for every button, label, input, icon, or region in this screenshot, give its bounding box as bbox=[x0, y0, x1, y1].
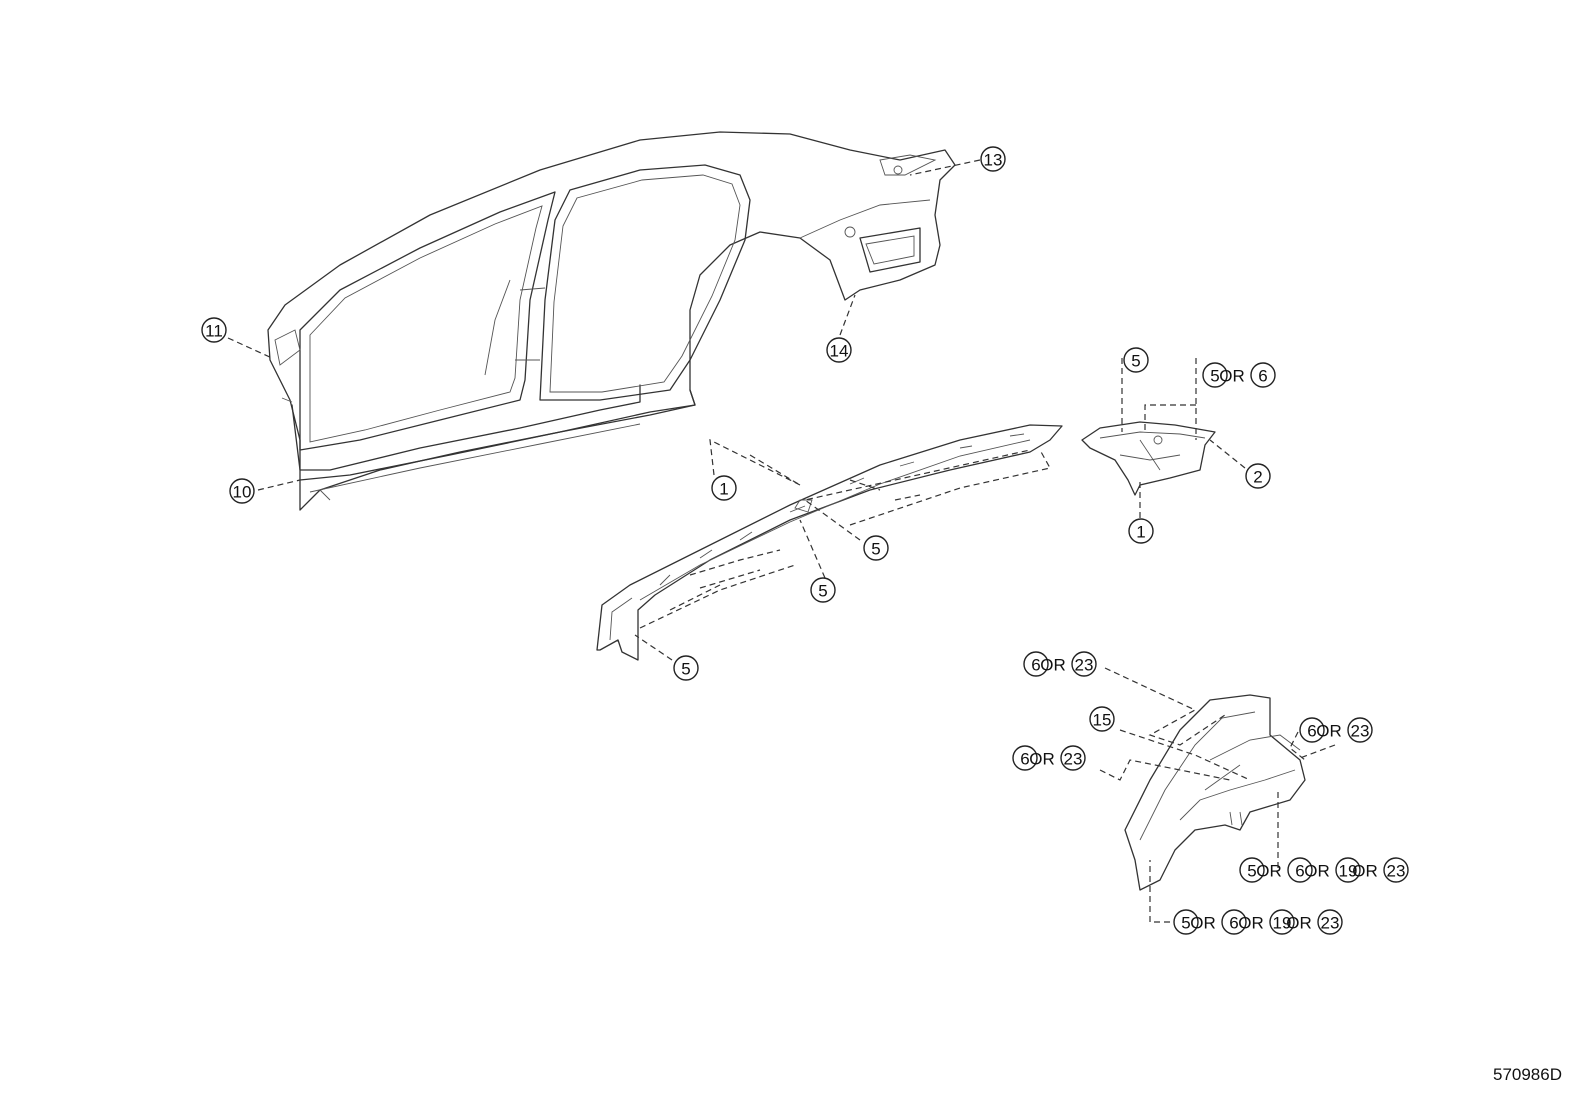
part-number: 6 bbox=[1295, 862, 1304, 881]
part-number: 6 bbox=[1031, 656, 1040, 675]
part-number: 5 bbox=[818, 582, 827, 601]
or-label: OR bbox=[1304, 862, 1330, 881]
body-side-outer-panel bbox=[267, 131, 956, 511]
part-number: 23 bbox=[1351, 722, 1370, 741]
callout-circle bbox=[201, 317, 227, 343]
part-number: 6 bbox=[1258, 367, 1267, 386]
diagram-id-label: 570986D bbox=[1492, 1065, 1562, 1084]
callout-c14: 14 bbox=[826, 337, 852, 363]
callout-c1-right: 1 bbox=[1128, 518, 1154, 544]
callout-circle bbox=[1089, 706, 1115, 732]
callout-c10: 10 bbox=[229, 478, 255, 504]
callout-circle bbox=[1012, 745, 1038, 771]
callout-circle bbox=[826, 337, 852, 363]
callout-circle bbox=[1269, 909, 1295, 935]
part-number: 1 bbox=[1136, 523, 1145, 542]
or-label: OR bbox=[1238, 914, 1264, 933]
leader-lines bbox=[227, 159, 1336, 923]
part-number: 1 bbox=[719, 480, 728, 499]
callout-c1-mid: 1 bbox=[711, 475, 737, 501]
callout-circle bbox=[810, 577, 836, 603]
callout-circle bbox=[1383, 857, 1409, 883]
callout-circle bbox=[1060, 745, 1086, 771]
callout-c5-top: 5 bbox=[1123, 347, 1149, 373]
callout-circle bbox=[1023, 651, 1049, 677]
callout-circle bbox=[229, 478, 255, 504]
callout-circle bbox=[1299, 717, 1325, 743]
part-number: 23 bbox=[1387, 862, 1406, 881]
part-number: 6 bbox=[1307, 722, 1316, 741]
callout-c11: 11 bbox=[201, 317, 227, 343]
roof-side-inner-rail bbox=[596, 424, 1063, 661]
part-number: 6 bbox=[1229, 914, 1238, 933]
part-number: 14 bbox=[830, 342, 849, 361]
or-label: OR bbox=[1352, 862, 1378, 881]
or-label: OR bbox=[1219, 367, 1245, 386]
callout-circle bbox=[1287, 857, 1313, 883]
callout-c2: 2 bbox=[1245, 463, 1271, 489]
or-label: OR bbox=[1256, 862, 1282, 881]
or-label: OR bbox=[1316, 722, 1342, 741]
callout-c15: 15 bbox=[1089, 706, 1115, 732]
part-number: 5 bbox=[1131, 352, 1140, 371]
callout-c5-low: 5 bbox=[673, 655, 699, 681]
part-number: 11 bbox=[205, 322, 223, 341]
callout-circle bbox=[1317, 909, 1343, 935]
callout-c5-mid-a: 5 bbox=[863, 535, 889, 561]
or-label: OR bbox=[1029, 750, 1055, 769]
callout-circle bbox=[1202, 362, 1228, 388]
callout-circle bbox=[863, 535, 889, 561]
quarter-inner-bracket bbox=[1081, 421, 1216, 496]
callout-circle bbox=[1239, 857, 1265, 883]
callout-circle bbox=[1250, 362, 1276, 388]
part-number: 6 bbox=[1020, 750, 1029, 769]
callout-circle bbox=[1245, 463, 1271, 489]
part-number: 5 bbox=[1181, 914, 1190, 933]
part-number: 19 bbox=[1339, 862, 1358, 881]
part-number: 5 bbox=[681, 660, 690, 679]
part-number: 19 bbox=[1273, 914, 1292, 933]
rear-wheelhouse-panel bbox=[1124, 694, 1306, 891]
callout-circle bbox=[1221, 909, 1247, 935]
part-number: 5 bbox=[1210, 367, 1219, 386]
part-number: 15 bbox=[1093, 711, 1112, 730]
part-number: 5 bbox=[1247, 862, 1256, 881]
part-number: 5 bbox=[871, 540, 880, 559]
part-number: 10 bbox=[233, 483, 252, 502]
or-label: OR bbox=[1040, 656, 1066, 675]
or-label: OR bbox=[1190, 914, 1216, 933]
callout-circle bbox=[1128, 518, 1154, 544]
part-number: 13 bbox=[984, 151, 1003, 170]
part-number: 23 bbox=[1064, 750, 1083, 769]
callout-circle bbox=[1335, 857, 1361, 883]
callout-circle bbox=[1347, 717, 1373, 743]
callout-circle bbox=[980, 146, 1006, 172]
part-number: 23 bbox=[1321, 914, 1340, 933]
callout-circle bbox=[711, 475, 737, 501]
callout-circle bbox=[1071, 651, 1097, 677]
part-number: 23 bbox=[1075, 656, 1094, 675]
callout-circle bbox=[673, 655, 699, 681]
callout-c5-mid-b: 5 bbox=[810, 577, 836, 603]
callout-c13: 13 bbox=[980, 146, 1006, 172]
callout-circle bbox=[1173, 909, 1199, 935]
or-label: OR bbox=[1286, 914, 1312, 933]
callout-circle bbox=[1123, 347, 1149, 373]
part-number: 2 bbox=[1253, 468, 1262, 487]
